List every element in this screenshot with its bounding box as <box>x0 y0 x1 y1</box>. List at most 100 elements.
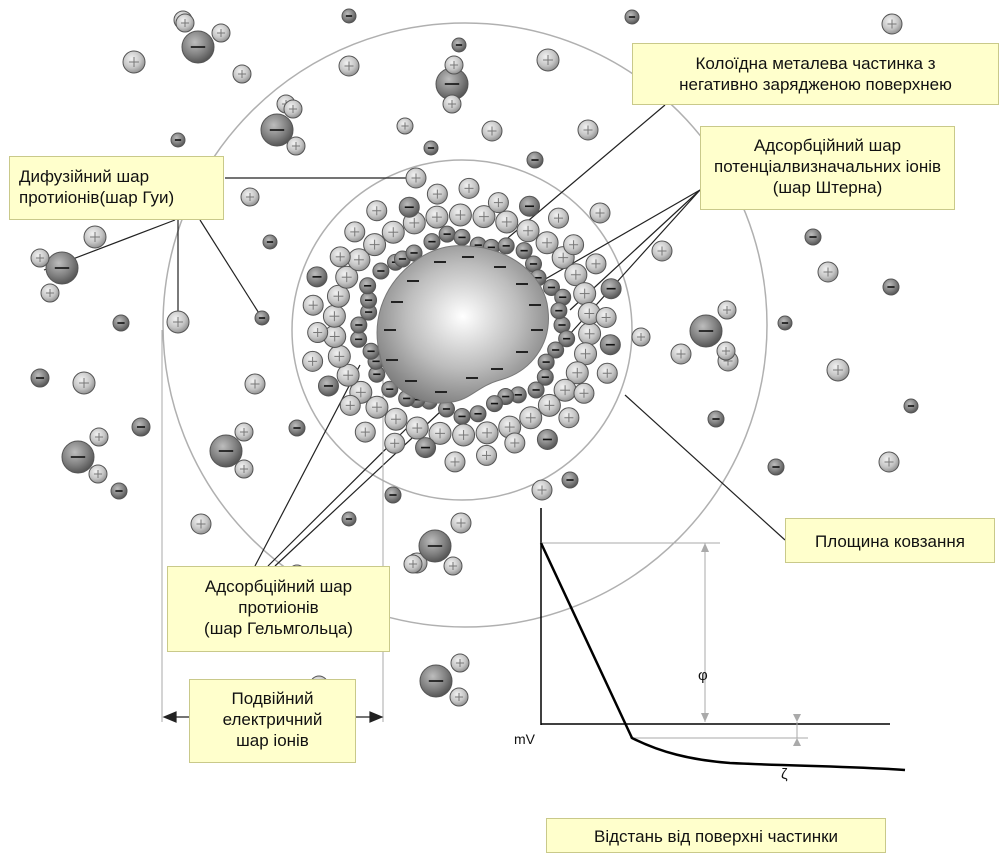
counter-ion-cluster-cation <box>286 136 306 156</box>
counter-ion-cluster-cation <box>403 554 423 574</box>
diffuse-ion <box>451 37 467 53</box>
counter-ion-cluster-anion <box>418 529 452 563</box>
helmholtz-cation <box>327 344 351 368</box>
potential-graph: mV φ ζ <box>514 508 906 783</box>
stern-anion <box>553 316 571 334</box>
counter-ion-cluster-cation <box>40 283 60 303</box>
slip-layer-ion <box>458 177 480 199</box>
diffuse-ion <box>170 132 186 148</box>
diffuse-ion <box>240 187 260 207</box>
helmholtz-cation <box>564 263 588 287</box>
helmholtz-cation <box>425 205 449 229</box>
stern-anion <box>515 242 533 260</box>
slip-layer-ion <box>384 432 406 454</box>
label-line: Адсорбційний шар <box>753 136 902 155</box>
stern-anion <box>542 278 560 296</box>
diffuse-ion <box>624 9 640 25</box>
slip-layer-ion <box>504 432 526 454</box>
label-distance-axis: Відстань від поверхні частинки <box>546 818 886 853</box>
diffuse-ion <box>817 261 839 283</box>
diffuse-ion <box>254 310 270 326</box>
diffuse-ion <box>405 167 427 189</box>
stern-anion <box>547 341 565 359</box>
label-colloid-particle: Колоїдна металева частинка з негативно з… <box>632 43 999 105</box>
counter-ion-cluster-anion <box>181 30 215 64</box>
diffuse-ion <box>166 310 190 334</box>
surface-charges <box>384 256 543 393</box>
label-line: протиіонів(шар Гуи) <box>19 188 175 207</box>
slip-layer-ion <box>302 294 324 316</box>
stern-anion <box>497 237 515 255</box>
counter-ion-cluster-cation <box>175 13 195 33</box>
diffuse-ion <box>878 451 900 473</box>
label-line: Адсорбційний шар <box>204 577 353 596</box>
helmholtz-cation <box>448 203 472 227</box>
counter-ion-cluster-cation <box>716 341 736 361</box>
diffuse-ion <box>670 343 692 365</box>
counter-ion-cluster-anion <box>61 440 95 474</box>
slip-layer-ion <box>595 306 617 328</box>
helmholtz-cation <box>384 407 408 431</box>
phi-arrow-bottom <box>701 713 709 722</box>
slip-layer-ion <box>307 322 329 344</box>
label-line: (шар Штерна) <box>772 178 883 197</box>
label-line: протиіонів <box>238 598 319 617</box>
stern-anion <box>405 244 423 262</box>
counter-ion-cluster-cation <box>449 687 469 707</box>
counter-ion-cluster-cation <box>443 556 463 576</box>
slipping-plane-circle <box>291 159 633 501</box>
helmholtz-cation <box>516 219 540 243</box>
slip-layer-ion <box>366 200 388 222</box>
slip-layer-ion <box>487 192 509 214</box>
diffuse-ion <box>826 358 850 382</box>
phi-arrow-top <box>701 543 709 552</box>
diffuse-ion <box>112 314 130 332</box>
diffuse-ion <box>767 458 785 476</box>
diffuse-ion <box>561 471 579 489</box>
ions <box>30 8 919 707</box>
label-gouy-layer: Дифузійний шар протиіонів(шар Гуи) <box>9 156 224 220</box>
counter-ion-cluster-cation <box>442 94 462 114</box>
diffuse-ion <box>777 315 793 331</box>
counter-ion-cluster-anion <box>209 434 243 468</box>
stern-anion <box>453 228 471 246</box>
diffuse-ion <box>423 140 439 156</box>
metal-particle <box>376 245 549 404</box>
counter-ion-cluster-cation <box>89 427 109 447</box>
label-line: негативно зарядженою поверхнею <box>679 75 952 94</box>
slip-layer-ion <box>563 234 585 256</box>
slip-layer-ion <box>317 375 339 397</box>
potential-curve <box>539 542 906 772</box>
slip-layer-ion <box>519 195 541 217</box>
double-layer-arrow <box>162 711 384 723</box>
counter-ion-cluster-anion <box>419 664 453 698</box>
counter-ion-cluster-cation <box>283 99 303 119</box>
label-line: (шар Гельмгольца) <box>204 619 353 638</box>
label-double-layer: Подвійний електричний шар іонів <box>189 679 356 763</box>
diffuse-ion <box>526 151 544 169</box>
stern-anion <box>350 330 368 348</box>
label-helmholtz-layer: Адсорбційний шар протиіонів (шар Гельмго… <box>167 566 390 652</box>
counter-ion-cluster-anion <box>45 251 79 285</box>
helmholtz-cation <box>574 342 598 366</box>
label-line: Площина ковзання <box>815 532 965 551</box>
helmholtz-cation <box>475 421 499 445</box>
slip-layer-ion <box>596 362 618 384</box>
slip-layer-ion <box>548 207 570 229</box>
diffuse-ion <box>341 8 357 24</box>
slip-layer-ion <box>444 451 466 473</box>
helmholtz-cation <box>535 231 559 255</box>
helmholtz-cation <box>335 265 359 289</box>
helmholtz-cation <box>565 361 589 385</box>
diffuse-ion <box>244 373 266 395</box>
diffuse-ion <box>232 64 252 84</box>
helmholtz-cation <box>405 416 429 440</box>
stern-anion <box>485 395 503 413</box>
diffuse-ion <box>262 234 278 250</box>
diffuse-ion <box>288 419 306 437</box>
diffuse-ion <box>396 117 414 135</box>
stern-anion <box>360 291 378 309</box>
counter-ion-cluster-cation <box>211 23 231 43</box>
helmholtz-cation <box>578 322 602 346</box>
